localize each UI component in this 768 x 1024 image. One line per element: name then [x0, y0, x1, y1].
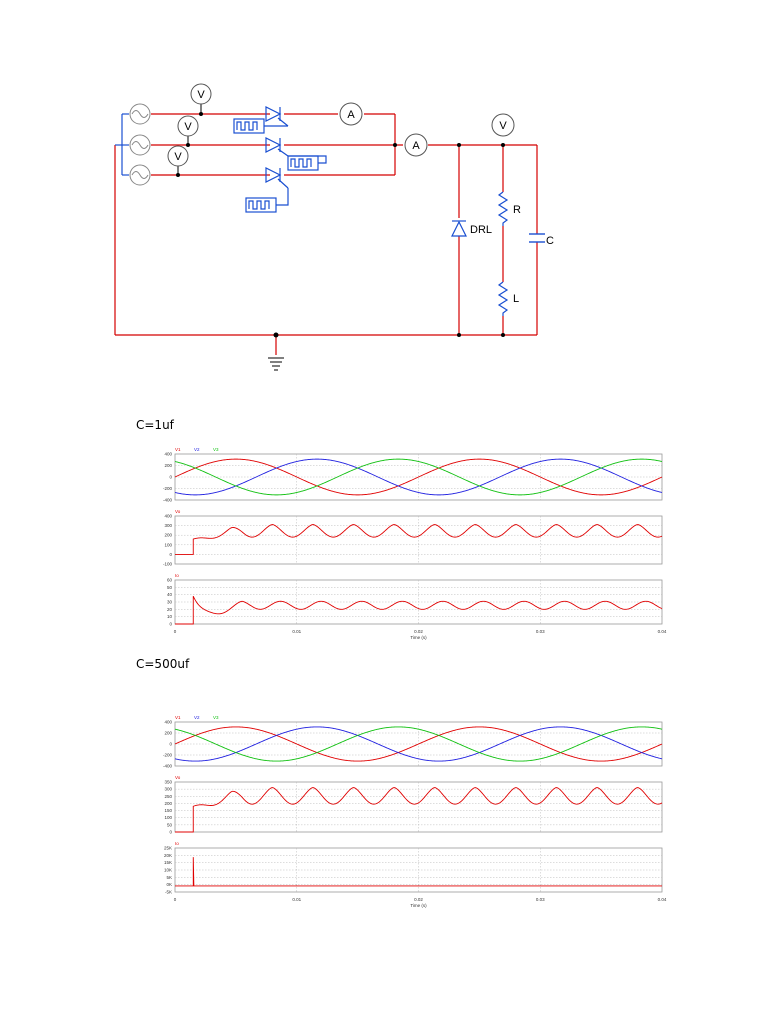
- ammeter-icon: [339, 102, 363, 126]
- legend-entry: Vo: [175, 509, 181, 514]
- y-tick-label: -200: [163, 753, 173, 758]
- y-tick-label: 0K: [166, 882, 172, 887]
- legend-entry: V1: [175, 447, 181, 452]
- y-tick-label: -200: [163, 486, 173, 491]
- series-line: [174, 726, 663, 762]
- inductor-icon: [497, 281, 509, 316]
- y-tick-label: 250: [164, 794, 172, 799]
- x-tick-label: 0: [174, 897, 177, 902]
- y-tick-label: 400: [164, 514, 172, 519]
- y-tick-label: 350: [164, 780, 172, 785]
- y-tick-label: 400: [164, 452, 172, 457]
- series-line: [174, 726, 663, 762]
- series-line: [175, 787, 663, 833]
- voltmeter-label: V: [184, 121, 192, 133]
- voltmeter-icon: [190, 83, 212, 105]
- capacitor-icon: [529, 233, 545, 243]
- pulse-generator-icon: [233, 118, 327, 213]
- diode-label: DRL: [470, 224, 492, 236]
- legend-entry: V2: [194, 715, 200, 720]
- y-tick-label: 200: [164, 801, 172, 806]
- inductor-label: L: [513, 293, 519, 305]
- legend-entry: Io: [175, 841, 179, 846]
- y-tick-label: 60: [167, 578, 173, 583]
- ammeter-icon: [404, 133, 428, 157]
- y-tick-label: -5K: [165, 890, 172, 895]
- ac-source-icon: [129, 103, 151, 186]
- y-tick-label: 400: [164, 720, 172, 725]
- voltmeter-icon: [167, 145, 189, 167]
- y-tick-label: -100: [163, 562, 173, 567]
- y-tick-label: 5K: [166, 875, 172, 880]
- y-tick-label: 40: [167, 592, 173, 597]
- circuit-diagram: V V V A A V DRL R L C: [114, 83, 554, 371]
- voltmeter-icon: [491, 113, 515, 137]
- series-line: [175, 857, 662, 887]
- y-tick-label: 15K: [164, 860, 172, 865]
- y-tick-label: 0: [169, 742, 172, 747]
- y-tick-label: 30: [167, 600, 173, 605]
- y-tick-label: 25K: [164, 846, 172, 851]
- y-tick-label: -400: [163, 498, 173, 503]
- legend-entry: Io: [175, 573, 179, 578]
- series-line: [174, 458, 663, 496]
- series-line: [174, 458, 663, 496]
- x-tick-label: 0.03: [536, 629, 545, 634]
- legend-entry: V3: [213, 715, 219, 720]
- legend-entry: V3: [213, 447, 219, 452]
- y-tick-label: 100: [164, 542, 172, 547]
- y-tick-label: 0: [169, 830, 172, 835]
- legend-entry: Vo: [175, 775, 181, 780]
- x-tick-label: 0.02: [414, 897, 423, 902]
- x-tick-label: 0.04: [658, 897, 667, 902]
- x-tick-label: 0.02: [414, 629, 423, 634]
- y-tick-label: 10: [167, 614, 173, 619]
- x-axis-label: Time (s): [410, 903, 427, 908]
- x-axis-label: Time (s): [410, 635, 427, 640]
- voltmeter-icon: [177, 115, 199, 137]
- y-tick-label: -400: [163, 764, 173, 769]
- y-tick-label: 100: [164, 815, 172, 820]
- y-tick-label: 0: [169, 552, 172, 557]
- y-tick-label: 50: [167, 822, 173, 827]
- thyristor-icon: [265, 106, 289, 189]
- y-tick-label: 0: [169, 622, 172, 627]
- capacitor-label: C: [546, 235, 554, 247]
- series-line: [174, 458, 663, 496]
- legend-entry: V2: [194, 447, 200, 452]
- ammeter-label: A: [412, 140, 420, 152]
- x-tick-label: 0.04: [658, 629, 667, 634]
- y-tick-label: 10K: [164, 868, 172, 873]
- y-tick-label: 50: [167, 585, 173, 590]
- section-caption: C=1uf: [136, 418, 174, 432]
- x-tick-label: 0: [174, 629, 177, 634]
- x-tick-label: 0.01: [292, 897, 301, 902]
- y-tick-label: 150: [164, 808, 172, 813]
- voltmeter-label: V: [174, 151, 182, 163]
- y-tick-label: 20K: [164, 853, 172, 858]
- y-tick-label: 0: [169, 475, 172, 480]
- section-caption: C=500uf: [136, 657, 190, 671]
- y-tick-label: 300: [164, 787, 172, 792]
- y-tick-label: 200: [164, 731, 172, 736]
- y-tick-label: 200: [164, 533, 172, 538]
- series-line: [174, 726, 663, 762]
- resistor-label: R: [513, 204, 521, 216]
- y-tick-label: 200: [164, 463, 172, 468]
- y-tick-label: 300: [164, 523, 172, 528]
- ground-icon: [268, 357, 284, 371]
- voltmeter-label: V: [499, 120, 507, 132]
- x-tick-label: 0.01: [292, 629, 301, 634]
- series-line: [175, 595, 663, 625]
- y-tick-label: 20: [167, 607, 173, 612]
- resistor-icon: [497, 191, 509, 226]
- legend-entry: V1: [175, 715, 181, 720]
- x-tick-label: 0.03: [536, 897, 545, 902]
- voltmeter-label: V: [197, 89, 205, 101]
- diode-icon: [451, 220, 467, 237]
- ammeter-label: A: [347, 109, 355, 121]
- series-line: [175, 524, 663, 555]
